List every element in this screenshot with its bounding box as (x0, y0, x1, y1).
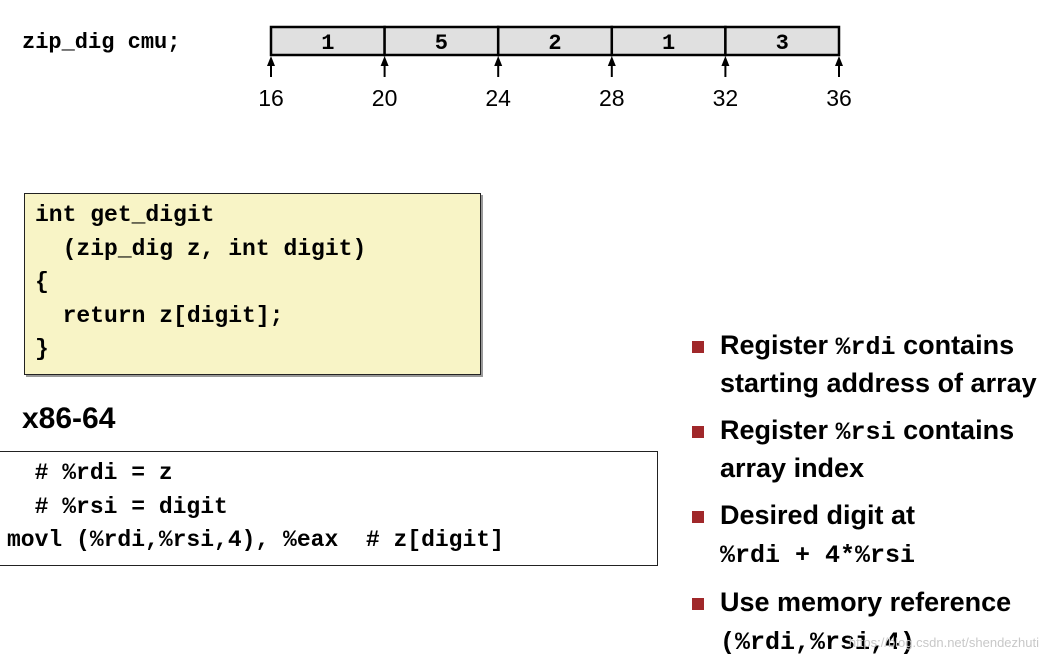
c-code-line: (zip_dig z, int digit) (35, 235, 367, 262)
bullet-line: array index (720, 453, 864, 484)
bullet-line: Desired digit at (720, 500, 915, 531)
bullet-code: %rdi (835, 333, 896, 362)
bullet-code: (%rdi,%rsi,4) (720, 628, 916, 657)
address-label: 28 (599, 85, 625, 111)
asm-code-line: movl (%rdi,%rsi,4), %eax # z[digit] (7, 527, 504, 553)
bullet-text: Use memory reference (720, 587, 1012, 617)
bullet-marker (692, 511, 704, 523)
array-declaration: zip_dig cmu; (22, 30, 181, 55)
bullet-line: %rdi + 4*%rsi (720, 538, 915, 570)
bullet-text: Register (720, 415, 836, 445)
array-cell-value: 5 (435, 31, 448, 56)
array-cell-value: 2 (548, 31, 561, 56)
address-label: 36 (826, 85, 852, 111)
array-cell-value: 1 (321, 31, 334, 56)
bullet-line: Register %rsi contains (720, 415, 1014, 447)
address-arrowhead (494, 56, 503, 66)
address-arrowhead (721, 56, 730, 66)
asm-code-box: # %rdi = z # %rsi = digit movl (%rdi,%rsi… (0, 451, 658, 566)
c-code-box: int get_digit (zip_dig z, int digit) { re… (24, 193, 481, 375)
array-diagram: 1 5 2 1 3 16 20 24 28 32 36 (258, 25, 852, 111)
bullet-code: %rsi (835, 418, 896, 447)
array-cell-value: 3 (776, 31, 789, 56)
bullet-marker (692, 341, 704, 353)
bullet-line: starting address of array (720, 368, 1037, 399)
bullet-text: contains (895, 415, 1015, 445)
bullet-text: starting address of array (720, 368, 1037, 398)
array-cell (496, 25, 614, 57)
array-cell (610, 25, 727, 57)
address-label: 24 (485, 85, 511, 111)
address-arrowhead (835, 56, 843, 66)
x86-heading: x86-64 (22, 402, 116, 435)
watermark: https://blog.csdn.net/shendezhuti (848, 635, 1039, 650)
c-code-line: return z[digit]; (35, 302, 284, 329)
array-cell-value: 1 (662, 31, 675, 56)
array-cell (383, 25, 500, 57)
array-cell (269, 25, 386, 57)
address-label: 32 (713, 85, 739, 111)
c-code-line: { (35, 269, 49, 295)
c-code-line: int get_digit (35, 202, 215, 228)
bullet-line: Use memory reference (720, 587, 1011, 618)
asm-code-line: # %rdi = z (7, 460, 173, 486)
bullet-line: (%rdi,%rsi,4) (720, 625, 915, 657)
address-arrowhead (267, 56, 275, 66)
address-label: 20 (372, 85, 398, 111)
bullet-marker (692, 598, 704, 610)
address-arrowhead (607, 56, 616, 66)
bullet-text: Desired digit at (720, 500, 916, 530)
bullet-text: Register (720, 330, 836, 360)
bullet-marker (692, 426, 704, 438)
address-label: 16 (258, 85, 284, 111)
address-arrowhead (380, 56, 389, 66)
bullet-text: contains (895, 330, 1015, 360)
array-cell (724, 25, 841, 57)
bullet-line: Register %rdi contains (720, 330, 1014, 362)
asm-code-line: # %rsi = digit (7, 493, 228, 520)
c-code-line: } (35, 336, 49, 362)
bullet-code: %rdi + 4*%rsi (720, 541, 916, 570)
bullet-text: array index (720, 453, 865, 483)
